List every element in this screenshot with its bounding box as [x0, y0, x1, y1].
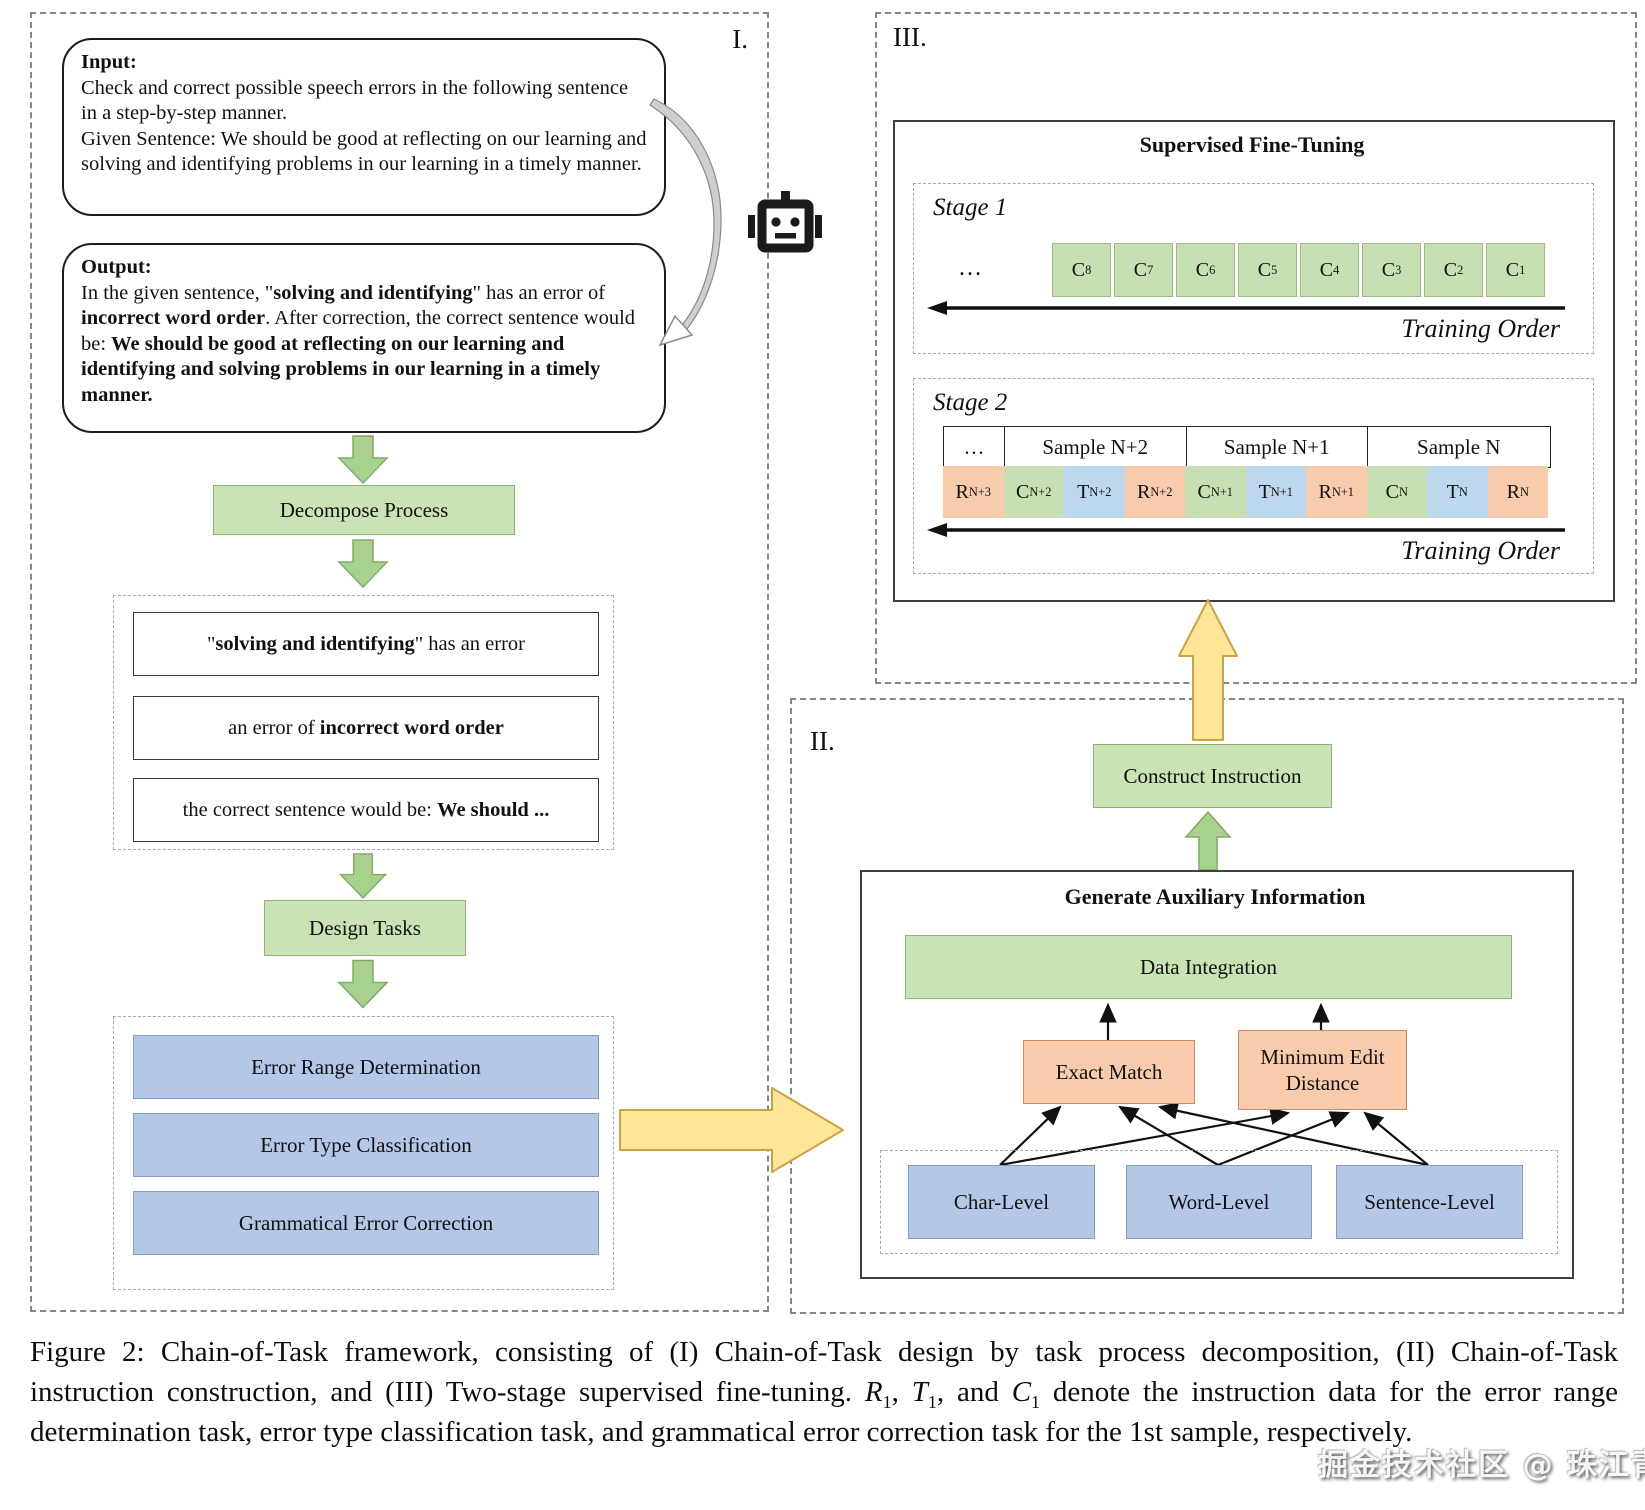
exact-match-label: Exact Match	[1055, 1060, 1163, 1084]
figure-caption: Figure 2: Chain-of-Task framework, consi…	[30, 1336, 1619, 1448]
char-level-label: Char-Level	[953, 1189, 1050, 1214]
construct-instruction-label: Construct Instruction	[1123, 763, 1302, 788]
stage2-header-cell: Sample N+2	[1005, 427, 1187, 467]
levels-container	[880, 1150, 1558, 1254]
input-text: Input:Check and correct possible speech …	[81, 51, 647, 175]
statement-box-3: the correct sentence would be: We should…	[133, 778, 599, 842]
design-tasks-box: Design Tasks	[264, 900, 466, 956]
exact-match-box: Exact Match	[1023, 1040, 1195, 1104]
output-speech-bubble: Output:In the given sentence, "solving a…	[62, 243, 666, 433]
task-list-container	[113, 1016, 614, 1290]
task-box-gec: Grammatical Error Correction	[133, 1191, 599, 1255]
sentence-level-box: Sentence-Level	[1336, 1165, 1523, 1239]
task-3-label: Grammatical Error Correction	[238, 1210, 494, 1235]
panel-1-chain-of-task-design	[30, 12, 769, 1312]
stage2-header-cell: Sample N	[1417, 434, 1501, 459]
down-arrow-icon	[337, 435, 389, 485]
construct-instruction-box: Construct Instruction	[1093, 744, 1332, 808]
down-arrow-icon	[337, 539, 389, 589]
task-1-label: Error Range Determination	[251, 1054, 481, 1079]
data-integration-label: Data Integration	[1139, 954, 1278, 979]
task-box-error-type: Error Type Classification	[133, 1113, 599, 1177]
decomposed-statements-container	[113, 595, 614, 850]
stage1-label: Stage 1	[933, 194, 1008, 221]
curved-arrow-icon	[649, 98, 722, 347]
training-order-arrow-icon	[927, 301, 1565, 315]
statement-box-1: "solving and identifying" has an error	[133, 612, 599, 676]
up-arrow-icon	[1178, 599, 1238, 741]
task-2-label: Error Type Classification	[260, 1132, 472, 1157]
min-edit-distance-box: Minimum Edit Distance	[1238, 1030, 1407, 1110]
task-box-error-range: Error Range Determination	[133, 1035, 599, 1099]
sft-box	[893, 120, 1615, 602]
stage2-label: Stage 2	[933, 389, 1008, 416]
right-arrow-icon	[619, 1087, 844, 1173]
watermark: 掘金技术社区 @ 珠江青年	[1318, 1448, 1645, 1483]
panel-3-label: III.	[893, 22, 927, 52]
output-text: Output:In the given sentence, "solving a…	[81, 256, 636, 406]
sft-title: Supervised Fine-Tuning	[1139, 132, 1365, 157]
stage1-training-order-label: Training Order	[1401, 314, 1560, 343]
char-level-box: Char-Level	[908, 1165, 1095, 1239]
generate-auxiliary-title: Generate Auxiliary Information	[1064, 884, 1366, 909]
sentence-level-label: Sentence-Level	[1364, 1189, 1495, 1214]
connector-arrows	[999, 1002, 1429, 1167]
decompose-process-box: Decompose Process	[213, 485, 515, 535]
stage1-ellipsis: …	[958, 255, 982, 281]
data-integration-box: Data Integration	[905, 935, 1512, 999]
statement-1-text: "solving and identifying" has an error	[207, 632, 525, 655]
statement-box-2: an error of incorrect word order	[133, 696, 599, 760]
training-order-arrow-icon	[927, 523, 1565, 537]
word-level-label: Word-Level	[1168, 1189, 1270, 1214]
up-arrow-icon	[1184, 810, 1232, 871]
statement-2-text: an error of incorrect word order	[228, 716, 504, 739]
word-level-box: Word-Level	[1126, 1165, 1312, 1239]
down-arrow-icon	[338, 853, 388, 900]
stage2-header-cell: …	[944, 427, 1005, 467]
decompose-process-label: Decompose Process	[279, 497, 449, 522]
stage2-training-order-label: Training Order	[1401, 536, 1560, 565]
design-tasks-label: Design Tasks	[309, 915, 421, 940]
down-arrow-icon	[337, 959, 389, 1009]
stage2-header-cell: Sample N+1	[1187, 427, 1368, 467]
panel-3-two-stage-sft	[875, 12, 1637, 684]
statement-3-text: the correct sentence would be: We should…	[182, 798, 550, 821]
robot-icon	[748, 191, 822, 253]
stage2-container	[913, 378, 1594, 574]
min-edit-distance-label: Minimum Edit Distance	[1260, 1045, 1385, 1095]
stage1-container	[913, 183, 1594, 354]
panel-2-label: II.	[810, 726, 835, 756]
panel-1-label: I.	[732, 24, 748, 54]
input-speech-bubble: Input:Check and correct possible speech …	[62, 38, 666, 216]
